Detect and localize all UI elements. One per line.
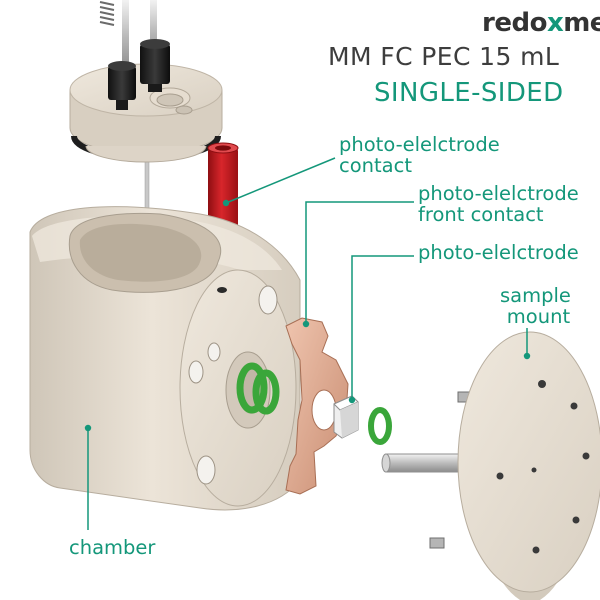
label-photo-electrode-contact: photo-elelctrode contact xyxy=(339,134,500,176)
label-line: sample xyxy=(500,284,571,307)
knob-icon xyxy=(140,39,170,92)
leader-photo-electrode xyxy=(351,255,414,400)
brand-logo: redoxme xyxy=(482,10,600,36)
product-title: MM FC PEC 15 mL xyxy=(328,42,560,71)
label-photo-electrode-front-contact: photo-elelctrode front contact xyxy=(418,183,579,225)
label-photo-electrode: photo-elelctrode xyxy=(418,242,579,263)
label-line: mount xyxy=(506,305,571,328)
chamber-part xyxy=(29,206,301,511)
photo-electrode-part xyxy=(333,395,359,439)
spring-icon xyxy=(99,1,115,26)
leader-front-contact xyxy=(305,201,414,324)
label-chamber: chamber xyxy=(69,537,155,558)
brand-name-suffix: me xyxy=(563,8,600,38)
product-subtitle: SINGLE-SIDED xyxy=(374,78,564,108)
label-line: front contact xyxy=(418,203,544,226)
brand-name-x: x xyxy=(546,8,564,38)
leader-photo-electrode-contact xyxy=(225,157,336,204)
brand-name-prefix: redo xyxy=(482,8,547,38)
label-line: photo-elelctrode xyxy=(339,133,500,156)
knob-icon xyxy=(108,61,136,110)
label-sample-mount: sample mount xyxy=(500,285,571,327)
label-line: chamber xyxy=(69,536,156,559)
label-line: contact xyxy=(339,154,412,177)
sample-mount-part xyxy=(381,331,600,600)
oring-icon xyxy=(236,362,280,415)
lid-rod-left xyxy=(122,0,129,70)
label-line: photo-elelctrode xyxy=(418,241,579,264)
oring-icon xyxy=(368,407,392,445)
callout-leaders xyxy=(87,157,528,530)
lid-assembly xyxy=(69,0,223,231)
label-line: photo-elelctrode xyxy=(418,182,579,205)
callout-dots xyxy=(84,199,531,432)
photo-electrode-front-contact-part xyxy=(285,317,349,495)
lid-rod-right xyxy=(150,0,157,60)
